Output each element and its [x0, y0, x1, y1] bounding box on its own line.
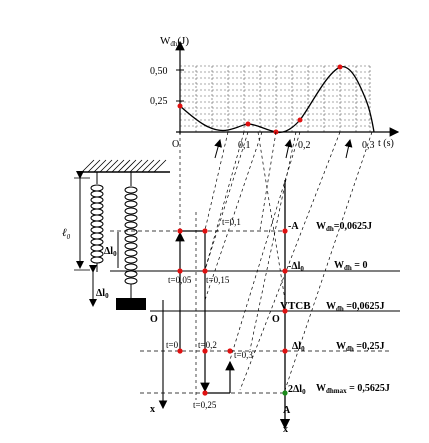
label-vtcb: VTCB [280, 300, 311, 312]
spring-stretched [124, 172, 138, 298]
curve-point [297, 117, 303, 123]
x-tick-02: 0,2 [298, 140, 311, 151]
dl0-label-lower: Δl0 [96, 288, 109, 300]
motion-path [175, 230, 235, 394]
mass-block [116, 298, 146, 310]
time-labels: t=0,1 t=0,05 t=0,15 t=0 t=0,2 t=0,3 t=0,… [166, 217, 253, 410]
energy-at-dl0: Wđh =0,25J [336, 341, 385, 353]
x-tick-03: 0,3 [362, 140, 375, 151]
level-lines [110, 230, 400, 394]
right-A-label: A [283, 405, 291, 416]
energy-at-minus-A: Wđh=0,0625J [316, 221, 372, 233]
graph-origin: O [172, 139, 179, 150]
time-t025: t=0,25 [193, 400, 217, 410]
time-t02: t=0,2 [198, 340, 217, 350]
time-t015: t=0,15 [206, 275, 230, 285]
time-pointer-arrows [214, 139, 353, 159]
graph-grid [180, 65, 371, 132]
label-2dl0: 2Δl0 [288, 384, 306, 396]
curve-point [337, 64, 343, 70]
level-labels: -A -Δl0 VTCB Δl0 2Δl0 [280, 221, 311, 396]
time-t0: t=0 [166, 340, 179, 350]
spring-section: ℓ0 Δl0 Δl0 [62, 159, 170, 310]
energy-at-vtcb: Wđh =0,0625J [326, 301, 385, 313]
length-l0: ℓ0 [62, 227, 71, 241]
curve-point [245, 121, 251, 127]
x-tick-01: 0,1 [238, 140, 251, 151]
energy-labels: Wđh=0,0625J Wđh = 0 Wđh =0,0625J Wđh =0,… [316, 221, 390, 395]
left-origin: O [150, 314, 158, 325]
energy-max: Wđhmax = 0,5625J [316, 383, 390, 395]
right-x-label: x [283, 424, 288, 435]
label-minus-A: -A [288, 221, 299, 232]
time-t01: t=0,1 [222, 217, 241, 227]
label-minus-dl0: -Δl0 [288, 261, 304, 273]
spring-natural [90, 172, 104, 272]
y-tick-050: 0,50 [150, 66, 168, 77]
label-dl0: Δl0 [292, 341, 305, 353]
projection-lines [179, 131, 373, 400]
left-x-label: x [150, 404, 155, 415]
graph-x-label: t (s) [378, 138, 394, 149]
curve-point [177, 103, 183, 109]
graph-y-label: Wđh(J) [160, 35, 189, 48]
energy-at-minus-dl0: Wđh = 0 [334, 260, 368, 272]
dl0-label-upper: Δl0 [104, 246, 117, 258]
time-t03: t=0,3 [234, 350, 253, 360]
energy-curve [179, 66, 375, 134]
right-origin: O [272, 314, 280, 325]
position-dots [177, 228, 288, 396]
y-tick-025: 0,25 [150, 96, 168, 107]
energy-time-graph: Wđh(J) 0,50 0,25 O 0,1 0,2 0,3 t (s) [150, 35, 400, 151]
time-t005: t=0,05 [168, 275, 192, 285]
